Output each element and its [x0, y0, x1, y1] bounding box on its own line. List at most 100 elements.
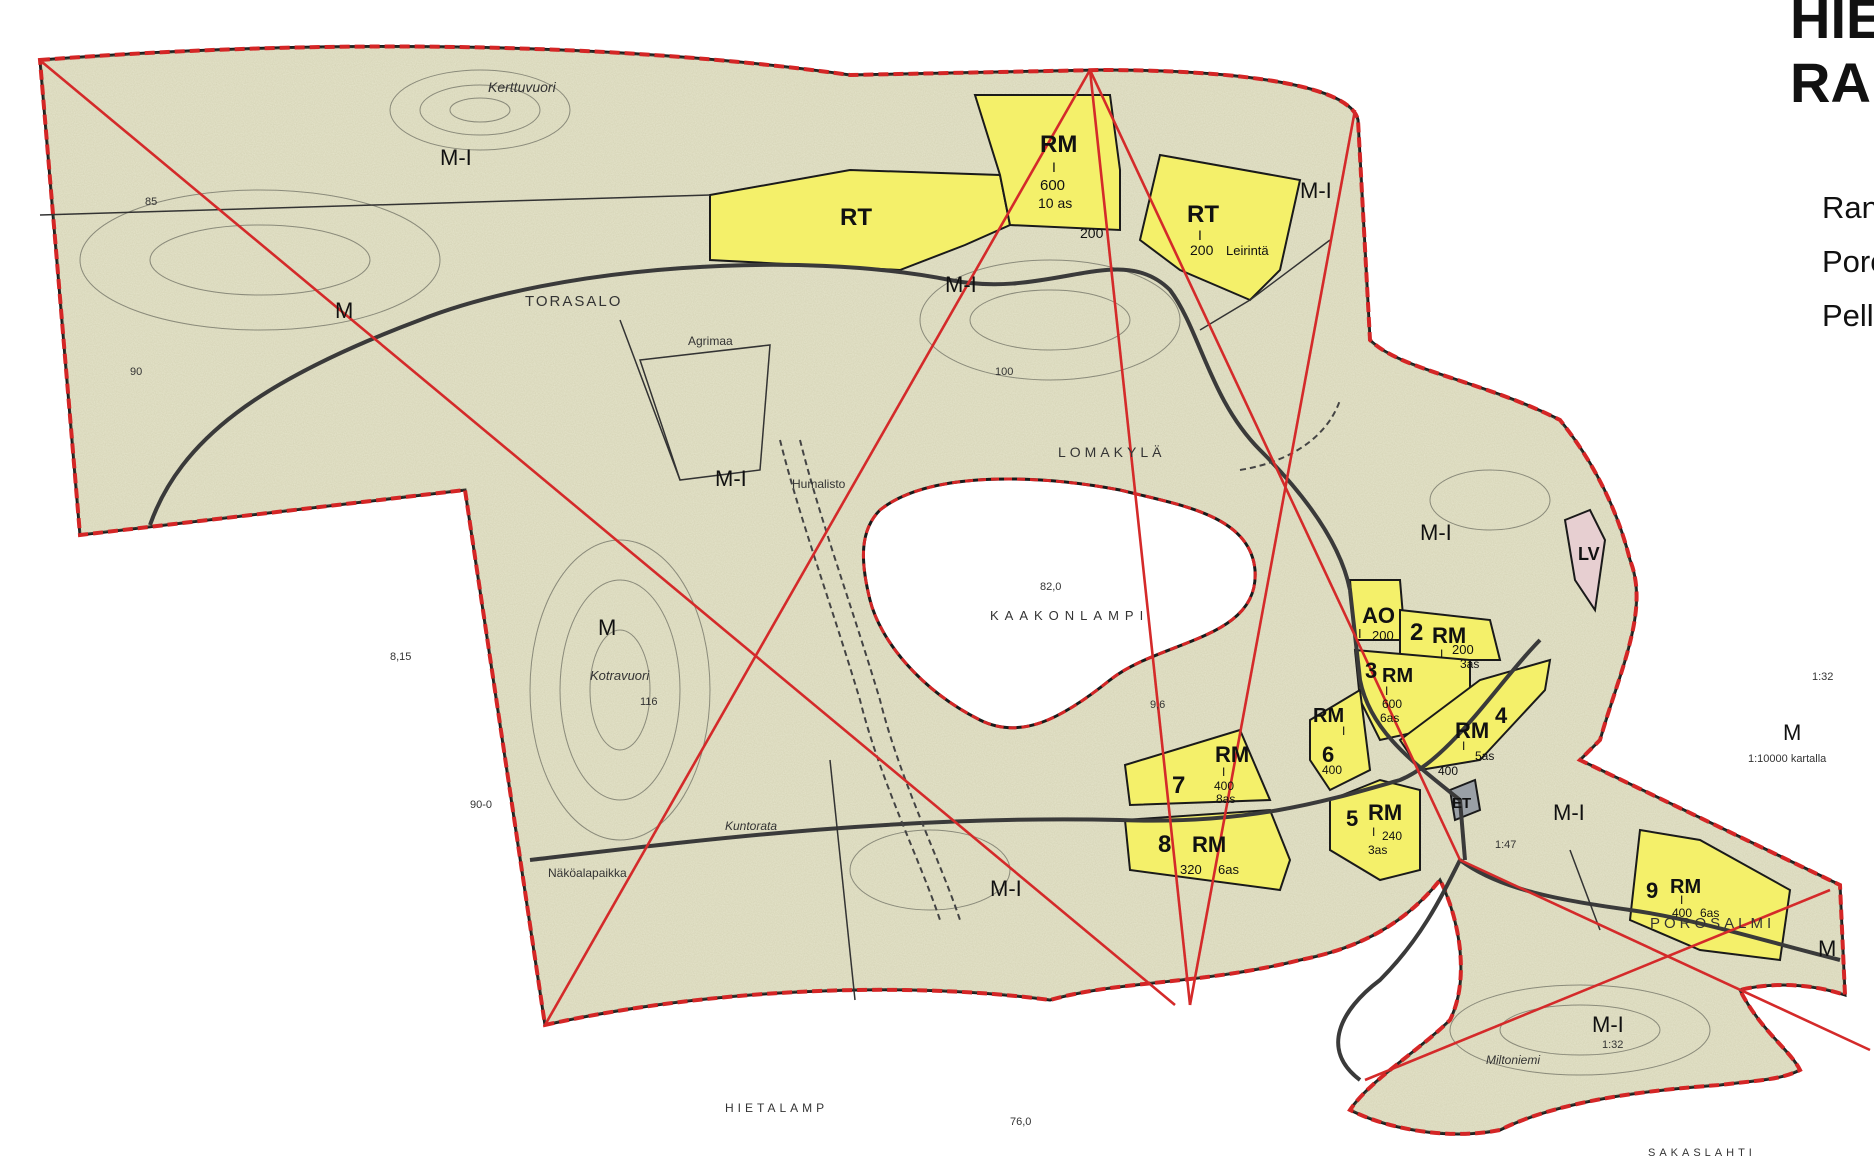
zone-lv	[1563, 508, 1607, 613]
road-lomakyla	[1348, 589, 1467, 861]
zone-units: 6as	[1700, 906, 1719, 920]
zone-level: I	[1342, 724, 1345, 738]
zone-level: I	[1440, 647, 1443, 661]
zone-area: 320	[1180, 862, 1202, 877]
zone-area: 200	[1452, 642, 1474, 657]
contour-lines	[79, 69, 1711, 1076]
zone-code: RM	[1382, 665, 1413, 687]
track-lines	[779, 399, 1341, 921]
zone-units: 5as	[1475, 749, 1494, 763]
place-sakaslahti: SAKASLAHTI	[1648, 1147, 1756, 1159]
place-kotravuori: Kotravuori	[590, 668, 650, 683]
zone-rm-7	[1123, 728, 1272, 807]
subtitle-line-2: Poros	[1822, 244, 1874, 279]
elevation: 85	[145, 196, 157, 208]
elevation: 1:32	[1812, 671, 1833, 683]
zone-rm-9	[1628, 828, 1792, 962]
zone-units: 6as	[1218, 862, 1239, 877]
land-code: M-I	[1300, 178, 1332, 203]
place-miltoniemi: Miltoniemi	[1486, 1053, 1540, 1067]
zone-code: RM	[1670, 876, 1701, 898]
zone-number: 3	[1365, 658, 1377, 683]
survey-lines	[41, 61, 1871, 1082]
zone-number: 6	[1322, 742, 1334, 767]
zone-level: I	[1358, 626, 1362, 641]
land-code: M-I	[1420, 520, 1452, 545]
elevation: 1:47	[1495, 839, 1516, 851]
road-main-north	[148, 262, 1352, 591]
land-code: M-I	[440, 145, 472, 170]
elevation: 76,0	[1010, 1116, 1031, 1128]
place-lomakyla: LOMAKYLÄ	[1058, 444, 1165, 460]
zone-code: RM	[1368, 800, 1402, 825]
title-line-2: RA	[1790, 51, 1871, 114]
elevation: 116	[640, 696, 658, 708]
elevation: 1:32	[1602, 1039, 1623, 1051]
zone-level: I	[1372, 825, 1375, 839]
zone-area: 400	[1672, 906, 1692, 920]
elevation: 90-0	[470, 799, 492, 811]
zone-area: 400	[1214, 779, 1234, 793]
land-code: M-I	[945, 272, 977, 297]
land-use-labels: M-I M M-I M M-I M-I M-I M-I M-I M-I M M	[335, 145, 1836, 1037]
zone-level: I	[1462, 739, 1465, 753]
zone-code: RM	[1192, 832, 1226, 857]
zone-rm-8	[1123, 808, 1292, 892]
zone-area: 200	[1372, 628, 1394, 643]
zone-number: 9	[1646, 878, 1658, 903]
zone-rm-600	[973, 94, 1121, 232]
elevation: 82,0	[1040, 581, 1061, 593]
place-torasalo: TORASALO	[525, 293, 622, 310]
land-code: M-I	[1553, 800, 1585, 825]
zone-units: 3as	[1460, 657, 1479, 671]
land-code: M	[1818, 936, 1836, 961]
plan-boundary	[37, 44, 1848, 1136]
zone-et	[1448, 778, 1482, 822]
zone-code: RM	[1455, 718, 1489, 743]
zone-code: RM	[1313, 705, 1344, 727]
zone-area: 600	[1382, 697, 1402, 711]
place-agrimaa: Agrimaa	[688, 334, 733, 348]
land-code: M-I	[715, 466, 747, 491]
place-kaakonlampi: KAAKONLAMPI	[990, 608, 1149, 623]
zone-number: 5	[1346, 806, 1358, 831]
zone-area: 200	[1080, 225, 1104, 241]
land-code: M	[1783, 720, 1801, 745]
place-kartalla: 1:10000 kartalla	[1748, 753, 1827, 765]
road-porosalmi	[1458, 858, 1841, 962]
zone-area: 240	[1382, 829, 1402, 843]
zone-area: 200	[1190, 242, 1214, 258]
zone-level: I	[1052, 159, 1056, 175]
zone-rt-north	[709, 168, 1012, 272]
land-code: M-I	[1592, 1012, 1624, 1037]
zone-number: 8	[1158, 831, 1171, 858]
lake-shore-dashes	[861, 477, 1257, 730]
zone-code: AO	[1362, 603, 1395, 628]
zone-code: RT	[840, 204, 872, 231]
elevation: 100	[995, 366, 1013, 378]
elevation: 8,15	[390, 651, 411, 663]
zone-rm-5	[1329, 778, 1421, 882]
zone-code: RM	[1040, 131, 1077, 158]
road-south-loop	[1336, 859, 1462, 1082]
zone-code: LV	[1578, 544, 1600, 564]
zone-number: 4	[1495, 703, 1508, 728]
place-kerttuvuori: Kerttuvuori	[488, 79, 557, 95]
land-code: M	[598, 615, 616, 640]
title-line-1: HIE	[1790, 0, 1874, 50]
place-labels: Kerttuvuori TORASALO Agrimaa Humalisto L…	[488, 79, 1827, 1159]
land-code: M-I	[990, 876, 1022, 901]
zone-units: 10 as	[1038, 195, 1072, 211]
zone-rm-6	[1309, 688, 1372, 792]
zone-code: RM	[1215, 742, 1249, 767]
road-kuntorata	[529, 638, 1542, 862]
zone-area: 400	[1438, 764, 1458, 778]
place-leirinta: Leirintä	[1226, 243, 1269, 258]
zone-rm-2	[1399, 608, 1502, 661]
zone-area: 400	[1322, 763, 1342, 777]
zone-level: I	[1385, 684, 1388, 698]
zone-code: ET	[1452, 795, 1471, 812]
place-humalisto: Humalisto	[792, 477, 846, 491]
elevation: 90	[130, 366, 142, 378]
